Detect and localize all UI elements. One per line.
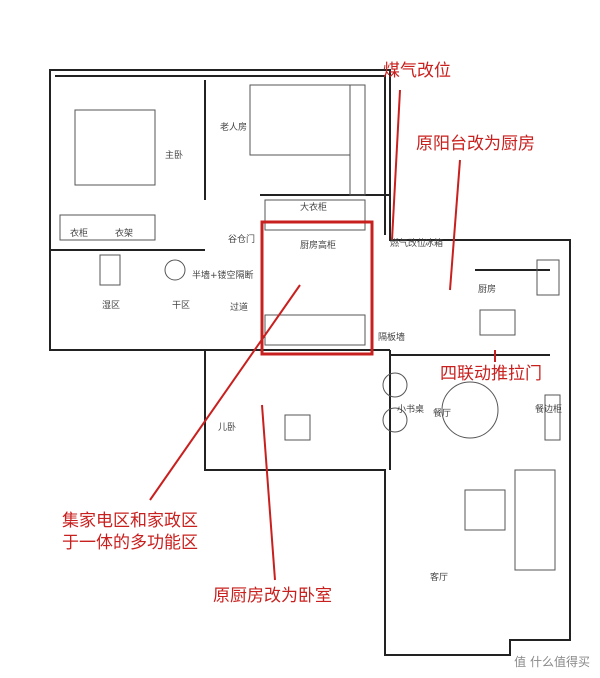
sideboard-cabinet [544,394,561,441]
desk-stool [382,407,408,433]
armchair [464,489,506,531]
room-label: 儿卧 [218,423,237,433]
master-bed [74,109,156,186]
pointer-line [449,159,461,291]
annotation-balcony-kitchen: 原阳台改为厨房 [416,134,535,154]
stove [536,259,560,296]
dining-table [441,381,499,439]
room-label: 隔板墙 [378,333,406,343]
big-wardrobe [264,199,366,231]
room-label: 过道 [230,303,249,313]
basin [164,259,186,281]
room-label: 衣柜 [70,229,89,239]
annotation-old-kitchen: 原厨房改为卧室 [213,586,332,606]
room-label: 主卧 [165,151,184,161]
sofa [514,469,556,571]
pointer-line [149,284,301,501]
room-label: 谷仓门 [228,235,256,245]
room-label: 干区 [172,301,191,311]
room-label: 厨房 [478,285,497,295]
room-label: 半墙+镂空隔断 [192,271,254,281]
room-label: 衣架 [115,229,134,239]
elder-bed [249,84,351,156]
inner-wall [55,75,386,235]
pointer-line [391,89,401,241]
room-label: 餐厅 [433,409,452,419]
kitchen-counter [264,314,366,346]
room-label: 燃气改位 [390,239,427,249]
wardrobe [59,214,156,241]
annotation-line: 集家电区和家政区 [62,511,198,531]
annotation-gas-moved: 煤气改位 [383,61,451,81]
room-label: 老人房 [220,123,248,133]
annotation-multi-function: 集家电区和家政区 于一体的多功能区 [62,510,198,554]
multi-function-area-highlight [260,220,374,356]
room-label: 湿区 [102,301,121,311]
room-label: 客厅 [430,573,449,583]
room-label: 大衣柜 [300,203,328,213]
room-label: 餐边柜 [535,405,563,415]
room-label: 冰箱 [425,239,444,249]
elder-wardrobe [349,84,366,196]
sink [479,309,516,336]
annotation-sliding-door: 四联动推拉门 [440,364,542,384]
room-label: 小书桌 [397,405,425,415]
desk-stool [382,372,408,398]
watermark: 值 什么值得买 [514,655,590,669]
child-desk-chair [284,414,311,441]
pointer-line [261,404,276,581]
toilet [99,254,121,286]
annotation-line: 于一体的多功能区 [62,533,198,553]
room-label: 厨房高柜 [300,241,337,251]
